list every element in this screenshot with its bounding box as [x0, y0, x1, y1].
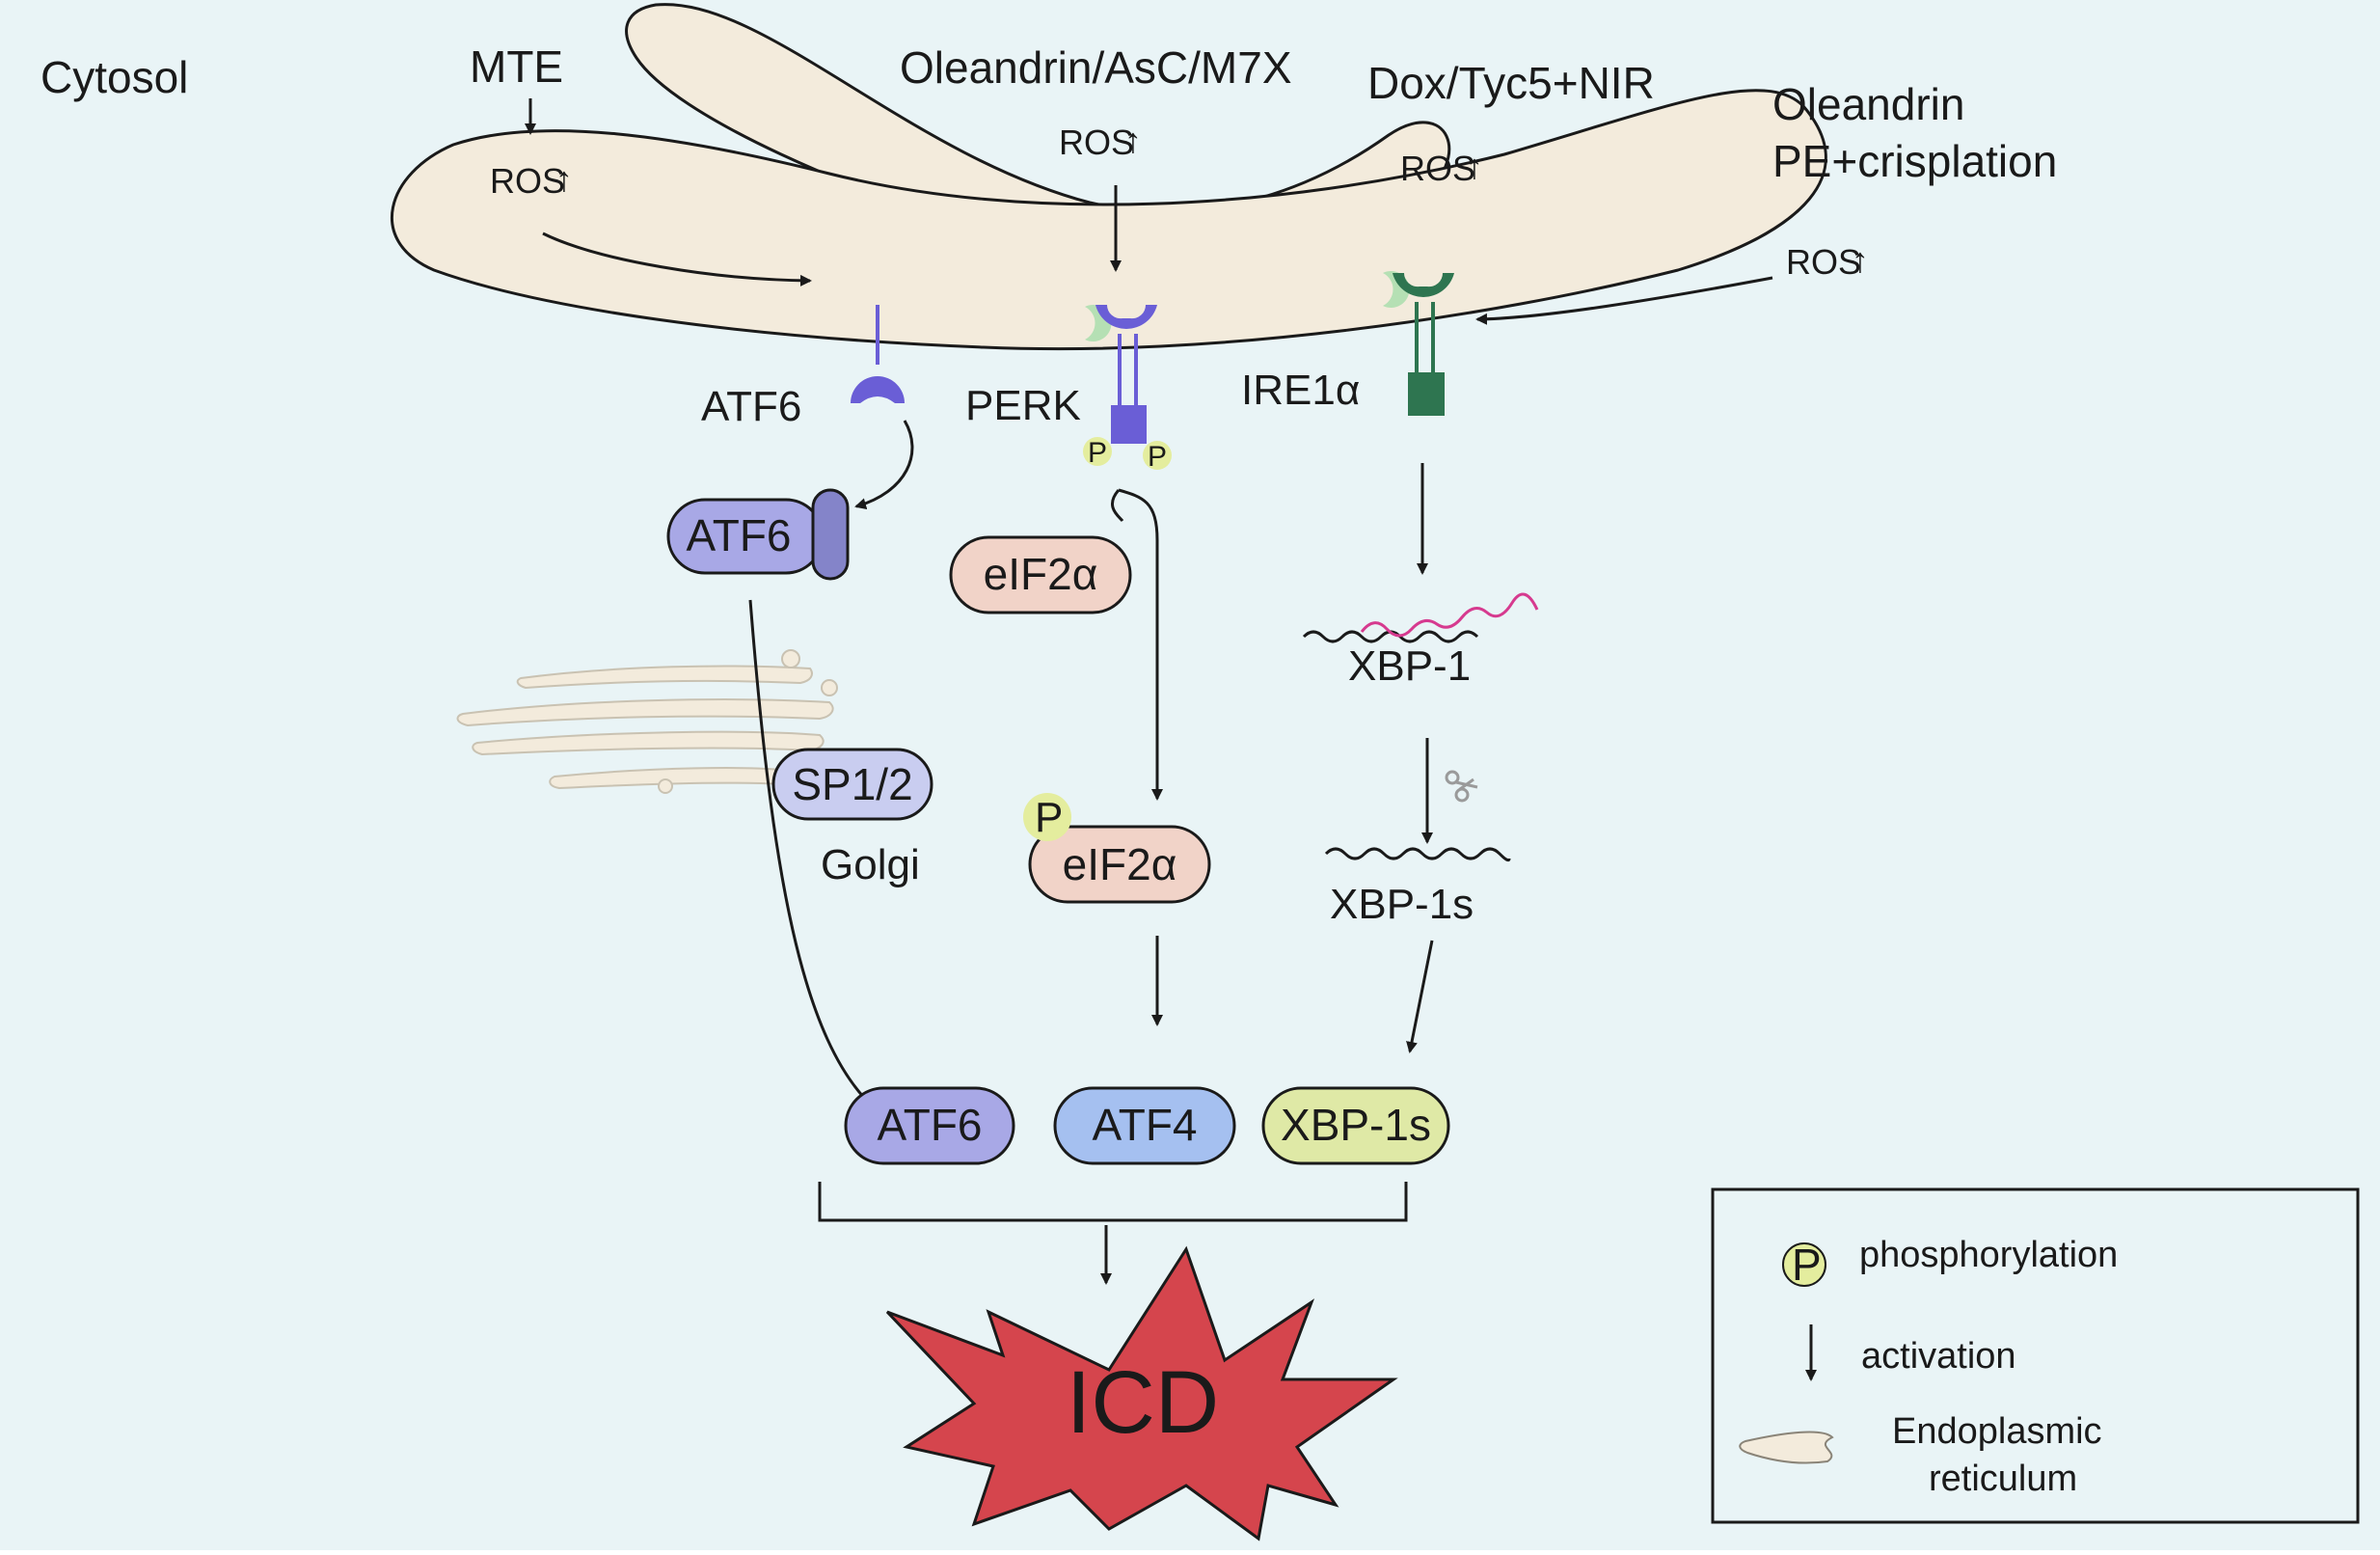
splicing-intron-strand — [1360, 592, 1539, 638]
xbp1-mrna — [1302, 592, 1539, 643]
er-legend-icon — [1739, 1431, 1834, 1464]
effector-xbp1s-label: XBP-1s — [1281, 1100, 1431, 1150]
atf6-cleaved-node: ATF6 — [666, 488, 850, 581]
up-arrow-icon: ↑ — [1466, 147, 1483, 186]
scissors-icon — [1445, 770, 1478, 803]
icd-outcome: ICD — [885, 1245, 1398, 1541]
perk-hook-curve — [1111, 489, 1124, 522]
stimulus-dox-tyc5-label: Dox/Tyc5+NIR — [1367, 58, 1655, 108]
effector-atf4-pill — [1053, 1086, 1236, 1165]
effector-xbp1s-pill — [1261, 1086, 1450, 1165]
perk-to-eif2a-arrow — [1118, 488, 1163, 801]
ros-to-ire1-arrow — [1475, 276, 1773, 325]
stimulus-oleandrin-label: Oleandrin — [1772, 79, 1964, 129]
ros-indicator-dox-tyc5: ROS ↑ — [1400, 147, 1483, 188]
sp12-node: SP1/2 — [771, 748, 933, 821]
atf6-transmembrane-fragment — [811, 488, 850, 581]
ros-indicator-mte: ROS ↑ — [490, 159, 573, 201]
eif2a-p-pill — [1028, 825, 1211, 904]
atf6-to-cleaved-arrow — [854, 420, 914, 509]
eif2a-p-label: eIF2α — [1063, 839, 1177, 889]
sp12-pill — [771, 748, 933, 821]
up-arrow-icon: ↑ — [1124, 121, 1142, 160]
effector-atf6-label: ATF6 — [877, 1100, 982, 1150]
legend-activation-label: activation — [1861, 1336, 2016, 1377]
phospho-symbol: P — [1035, 794, 1063, 841]
ros-indicator-oleandrin-asc: ROS ↑ — [1059, 121, 1142, 162]
stimulus-oleandrin-asc-label: Oleandrin/AsC/M7X — [900, 42, 1292, 93]
phospho-symbol: P — [1792, 1240, 1822, 1290]
eif2a-node: eIF2α — [949, 535, 1132, 614]
ros-label: ROS — [1059, 123, 1134, 162]
stimulus-pe-crisplation-label: PE+crisplation — [1772, 136, 2057, 186]
effector-xbp1s: XBP-1s — [1261, 1086, 1450, 1165]
cytosol-label: Cytosol — [41, 52, 188, 102]
golgi-label: Golgi — [821, 841, 920, 888]
atf6-receptor-label: ATF6 — [701, 383, 801, 430]
pathway-arrows — [748, 420, 1434, 1285]
phospho-badge — [1083, 437, 1112, 466]
icd-starburst — [885, 1245, 1398, 1541]
sensor-head-icon — [1095, 305, 1157, 329]
ros-indicator-oleandrin-pe: ROS ↑ — [1786, 240, 1869, 282]
perk-receptor: P P — [1083, 305, 1172, 473]
atf6-cleaved-label: ATF6 — [686, 510, 791, 560]
legend-frame — [1711, 1187, 2360, 1524]
xbp1s-label: XBP-1s — [1330, 881, 1474, 928]
golgi-apparatus-icon — [456, 649, 838, 794]
er-main-body — [390, 89, 1827, 351]
ros-label: ROS — [1400, 149, 1475, 188]
eif2a-label: eIF2α — [984, 549, 1098, 599]
kinase-domain — [1408, 372, 1445, 416]
ire1a-receptor-label: IRE1α — [1241, 367, 1360, 414]
kinase-domain — [1111, 405, 1147, 444]
legend-er-line2: reticulum — [1929, 1459, 2077, 1499]
sensor-head-icon — [1393, 273, 1454, 297]
ros-to-atf6-arrow — [542, 232, 812, 286]
effector-atf4: ATF4 — [1053, 1086, 1236, 1165]
legend-er-line1: Endoplasmic — [1892, 1411, 2102, 1452]
xbp1-label: XBP-1 — [1348, 642, 1471, 690]
stimulus-mte-label: MTE — [470, 41, 563, 92]
ros-label: ROS — [1786, 242, 1861, 282]
stimulus-arrows — [525, 98, 1773, 325]
atf6-receptor — [842, 272, 905, 403]
eif2a-pill — [949, 535, 1132, 614]
legend-phosphorylation-label: phosphorylation — [1859, 1235, 2118, 1275]
xbp1s-mrna-strand — [1324, 847, 1511, 862]
up-arrow-icon: ↑ — [1852, 240, 1869, 280]
legend: P phosphorylation activation Endoplasmic… — [1711, 1187, 2360, 1524]
atf6-to-effector-arrow — [748, 599, 878, 1111]
effector-atf4-label: ATF4 — [1092, 1100, 1197, 1150]
up-arrow-icon: ↑ — [555, 159, 573, 199]
phospho-badge — [1143, 441, 1172, 470]
phospho-badge — [1023, 793, 1071, 841]
ire1a-receptor — [1383, 270, 1454, 416]
icd-label: ICD — [1067, 1353, 1219, 1452]
endoplasmic-reticulum — [390, 3, 1827, 351]
ros-label: ROS — [490, 161, 565, 201]
effector-atf6-pill — [844, 1086, 1015, 1165]
phospho-symbol: P — [1148, 441, 1167, 473]
xbp1s-to-effector-arrow — [1406, 940, 1434, 1053]
perk-receptor-label: PERK — [965, 382, 1081, 429]
eif2a-phosphorylated-node: eIF2α P — [1023, 793, 1211, 904]
atf6-cytosolic-domain — [851, 376, 905, 403]
effector-bracket — [818, 1182, 1408, 1222]
phospho-legend-icon — [1782, 1242, 1826, 1287]
sp12-label: SP1/2 — [792, 759, 912, 809]
effector-atf6: ATF6 — [844, 1086, 1015, 1165]
phospho-symbol: P — [1088, 437, 1107, 469]
